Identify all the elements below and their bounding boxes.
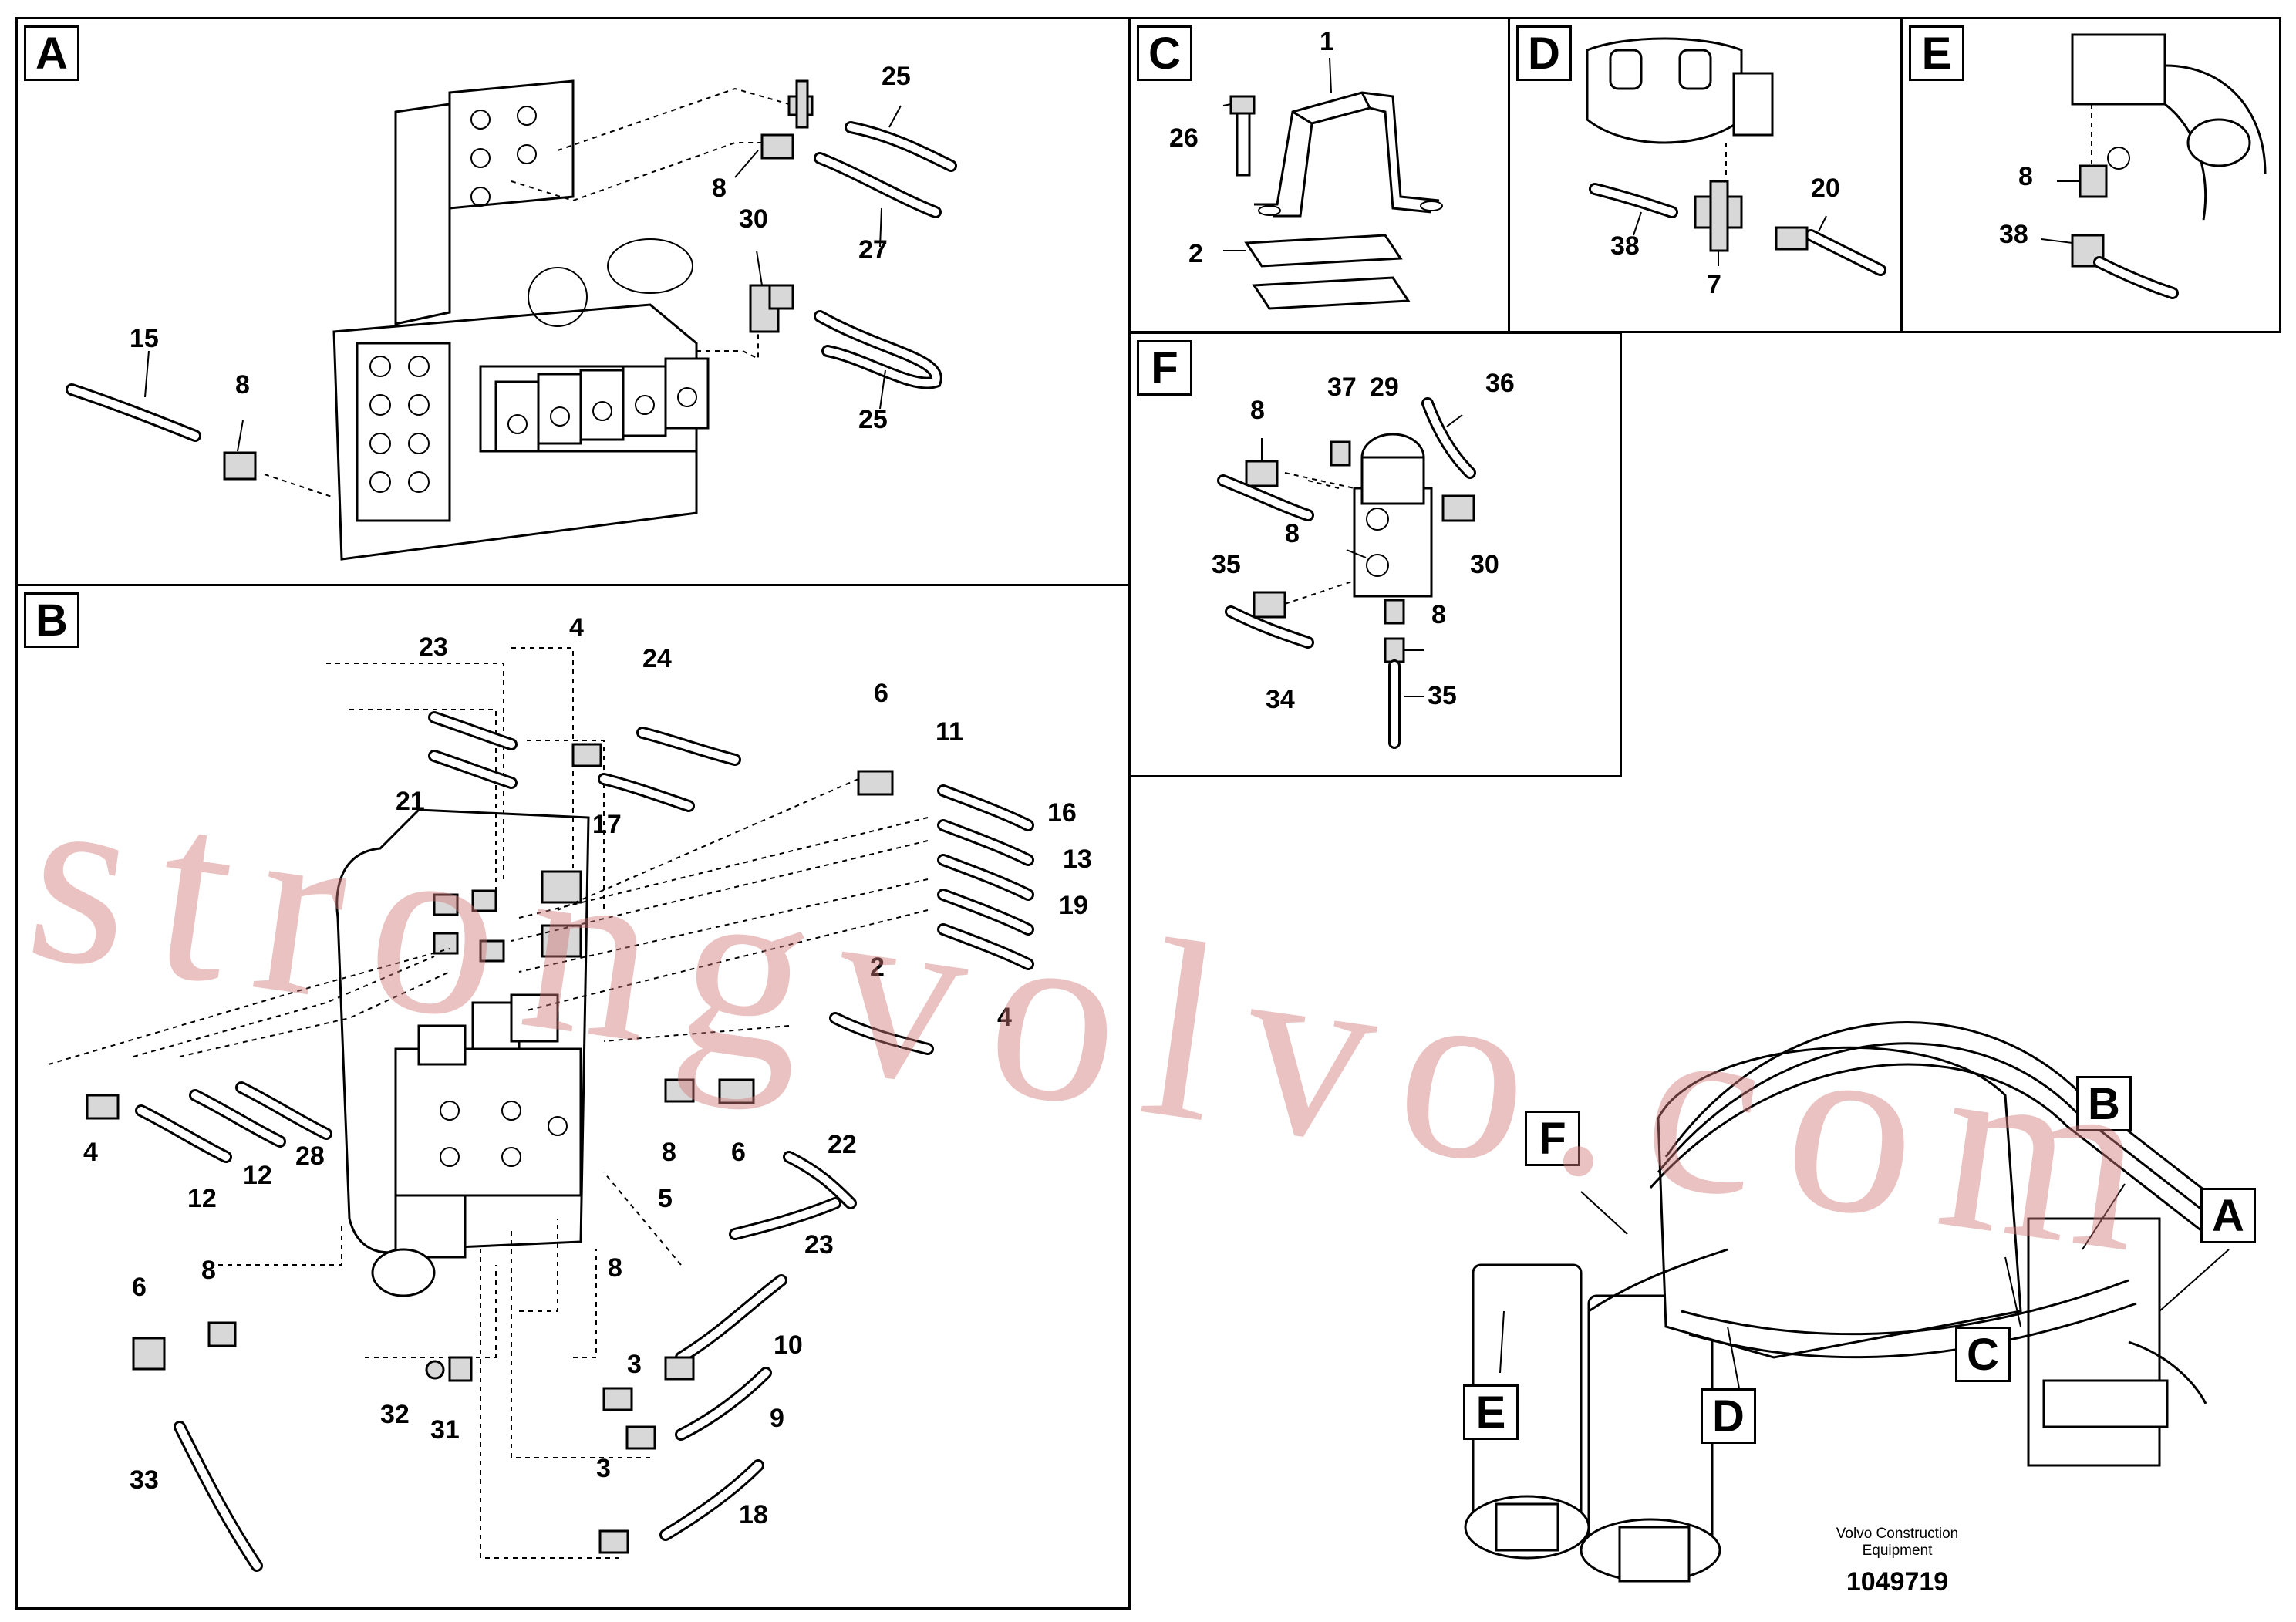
overview-tag-c: C (1955, 1327, 2011, 1382)
callout-a-25-bottom: 25 (858, 405, 888, 434)
panel-e: E 8 38 (1900, 17, 2281, 333)
callout-b-33: 33 (130, 1465, 159, 1495)
panel-a-label: A (24, 25, 79, 81)
panel-d-drawing (1586, 37, 1886, 276)
panel-e-label: E (1909, 25, 1964, 81)
callout-b-23-top: 23 (419, 632, 448, 662)
callout-b-16: 16 (1047, 798, 1077, 828)
callout-b-8-mid: 8 (662, 1138, 676, 1167)
callout-f-35-left: 35 (1212, 550, 1241, 579)
callout-a-30: 30 (739, 204, 768, 234)
callout-b-6-left: 6 (132, 1273, 147, 1302)
callout-b-8-lower: 8 (608, 1253, 622, 1283)
callout-a-25-top: 25 (882, 62, 911, 91)
callout-b-28: 28 (295, 1141, 325, 1171)
callout-a-8-top: 8 (712, 174, 727, 203)
callout-b-3-a: 3 (627, 1350, 642, 1379)
callout-b-9: 9 (770, 1404, 784, 1433)
panel-b: B (15, 584, 1131, 1610)
callout-f-35-low: 35 (1428, 681, 1457, 710)
callout-b-21: 21 (396, 787, 425, 816)
callout-b-23-bottom: 23 (804, 1230, 834, 1259)
callout-b-12-b: 12 (243, 1161, 272, 1190)
callout-b-31: 31 (430, 1415, 460, 1445)
overview-tag-f: F (1525, 1111, 1580, 1166)
callout-c-2: 2 (1188, 239, 1203, 268)
callout-f-8-low: 8 (1431, 600, 1446, 629)
panel-f-drawing (1217, 397, 1476, 749)
callout-f-29: 29 (1370, 373, 1399, 402)
overview-tag-d: D (1701, 1388, 1756, 1444)
overview-tag-a: A (2200, 1188, 2256, 1243)
callout-b-19: 19 (1059, 891, 1088, 920)
callout-b-3-b: 3 (596, 1454, 611, 1483)
panel-e-drawing (2041, 33, 2267, 299)
callout-f-36: 36 (1485, 369, 1515, 398)
callout-b-17: 17 (592, 810, 622, 839)
callout-b-6-mid: 6 (731, 1138, 746, 1167)
panel-d-label: D (1516, 25, 1572, 81)
overview-tag-e: E (1463, 1384, 1519, 1440)
panel-b-label: B (24, 592, 79, 648)
callout-b-6-top: 6 (874, 679, 888, 708)
panel-c-label: C (1137, 25, 1192, 81)
callout-b-24: 24 (642, 644, 672, 673)
callout-b-22: 22 (828, 1130, 857, 1159)
callout-b-8-left: 8 (201, 1256, 216, 1285)
callout-f-8-mid: 8 (1285, 519, 1300, 548)
company-line-1: Volvo Construction (1836, 1526, 1959, 1542)
callout-b-10: 10 (774, 1330, 803, 1360)
callout-b-11: 11 (936, 717, 963, 747)
callout-b-12-a: 12 (187, 1184, 217, 1213)
panel-a: A (15, 17, 1131, 586)
callout-c-1: 1 (1320, 27, 1334, 56)
company-line-2: Equipment (1862, 1543, 1933, 1559)
callout-b-4-top: 4 (569, 613, 584, 642)
callout-a-8-left: 8 (235, 370, 250, 400)
panel-f: F 8 37 29 36 8 35 30 8 34 35 (1128, 332, 1622, 777)
callout-f-37: 37 (1327, 373, 1357, 402)
panel-a-drawing (66, 79, 957, 561)
callout-b-2: 2 (870, 953, 885, 982)
panel-b-drawing (48, 647, 1034, 1572)
callout-b-13: 13 (1063, 845, 1092, 874)
panel-d: D 20 38 7 (1508, 17, 1903, 333)
callout-b-18: 18 (739, 1500, 768, 1529)
callout-b-4-left: 4 (83, 1138, 98, 1167)
callout-d-7: 7 (1707, 270, 1721, 299)
overview-tag-b: B (2076, 1076, 2132, 1131)
callout-a-27: 27 (858, 235, 888, 265)
callout-f-34: 34 (1266, 685, 1295, 714)
callout-e-8: 8 (2018, 162, 2033, 191)
panel-f-label: F (1137, 340, 1192, 396)
footer-company: Volvo Construction Equipment (1816, 1526, 1978, 1560)
callout-b-5: 5 (658, 1184, 673, 1213)
panel-c-drawing (1222, 57, 1443, 310)
callout-c-26: 26 (1169, 123, 1199, 153)
callout-b-4-right: 4 (997, 1003, 1012, 1032)
callout-e-38: 38 (1999, 220, 2028, 249)
callout-f-8-top: 8 (1250, 396, 1265, 425)
callout-a-15: 15 (130, 324, 159, 353)
callout-d-38: 38 (1610, 231, 1640, 261)
callout-f-30: 30 (1470, 550, 1499, 579)
drawing-number: 1049719 (1846, 1567, 1949, 1597)
callout-b-32: 32 (380, 1400, 410, 1429)
panel-c: C 1 26 2 (1128, 17, 1510, 333)
callout-d-20: 20 (1811, 174, 1840, 203)
